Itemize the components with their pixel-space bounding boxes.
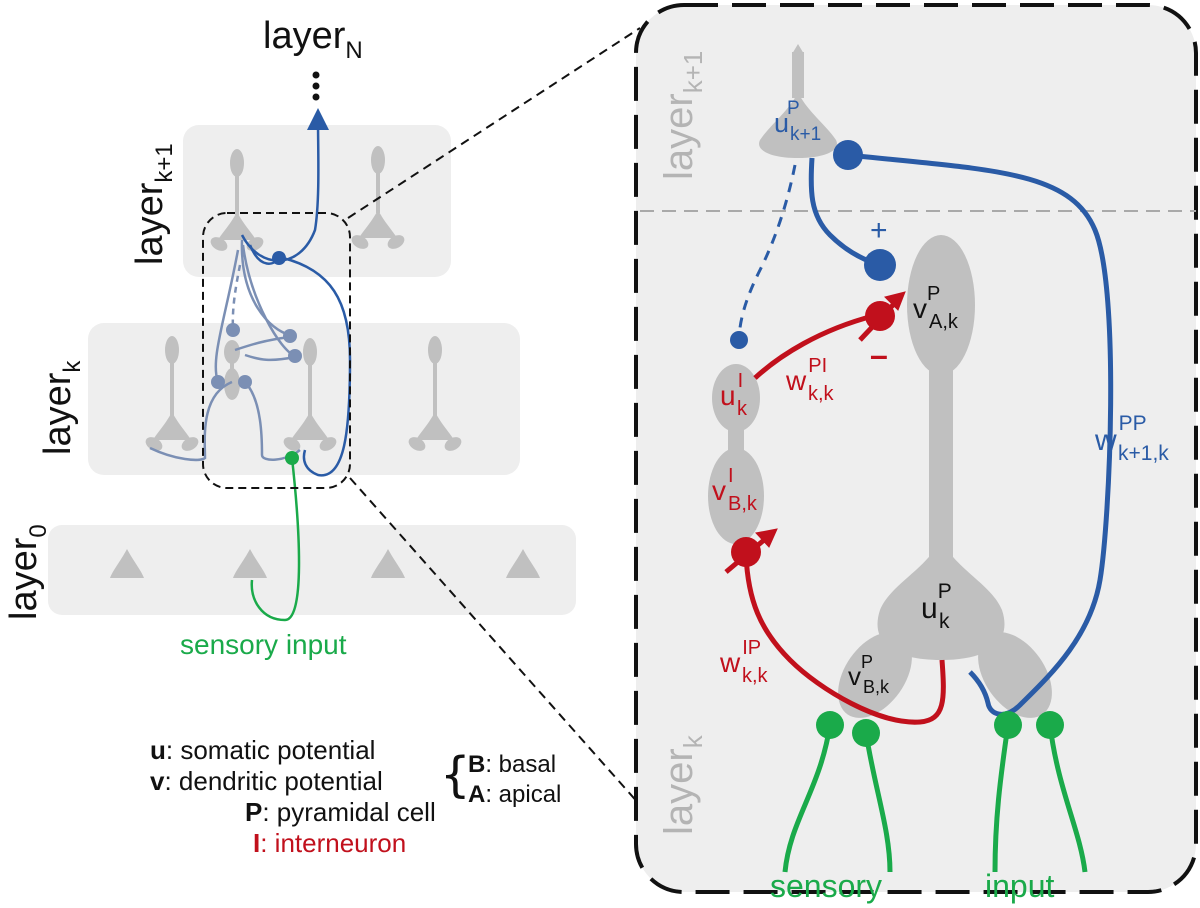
legend-I-key: I (253, 828, 261, 858)
legend-I-row: I: interneuron (253, 828, 406, 859)
legend-I-text: : interneuron (260, 828, 407, 858)
left-panel: layerN layerk+1 layerk layer0 (3, 15, 641, 806)
left-pyr-k-b (283, 338, 337, 451)
legend-A-row: A: apical (468, 779, 561, 810)
ip-path (743, 554, 946, 725)
layer-k-label: layerk (37, 360, 86, 455)
left-pyr-k1-b (351, 146, 405, 249)
legend-B-row: B: basal (468, 749, 556, 780)
synapse-interneuron-blue (730, 331, 748, 349)
sensory-input-label: sensory input (180, 629, 347, 660)
left-synapses (211, 251, 302, 465)
layer-k-box (88, 323, 520, 475)
legend-u-text: : somatic potential (165, 735, 376, 765)
left-pyr-k1-a (210, 149, 264, 251)
left-input-cells (110, 549, 540, 578)
layer-k-label-right: layerk (657, 734, 708, 835)
layer-N-label: layerN (263, 15, 363, 64)
legend-P-row: P: pyramidal cell (245, 797, 436, 828)
pyr-cell-k (838, 235, 1052, 718)
left-pyr-k-a (145, 336, 199, 451)
synapse-pp (833, 140, 863, 170)
layer-k1-label: layerk+1 (129, 143, 178, 265)
legend-A-text: : apical (485, 781, 562, 808)
pyr-cell-k1 (759, 44, 837, 158)
legend-P-text: : pyramidal cell (262, 797, 436, 827)
pp-feedforward-path (847, 152, 1114, 717)
layer-0-label: layer0 (3, 524, 52, 620)
layer-k1-label-right: layerk+1 (657, 51, 708, 180)
interneuron-cell (708, 364, 764, 544)
synapse-pi (865, 301, 895, 331)
plus-sign: + (870, 214, 888, 247)
continuation-dots (312, 71, 320, 101)
left-interneuron (224, 340, 240, 400)
pi-path (753, 313, 874, 380)
layer-0-box (48, 525, 576, 615)
input-label: input (985, 868, 1055, 904)
red-connections (743, 313, 946, 725)
legend-P-key: P (245, 797, 263, 827)
legend-A-key: A (468, 781, 486, 808)
legend-u-key: u (150, 735, 166, 765)
green-input-lines (782, 724, 1088, 873)
synapse-apical-plus (864, 249, 896, 281)
right-panel: layerk+1 layerk (634, 3, 1198, 904)
up-arrow-head (307, 108, 329, 130)
zoom-box (202, 212, 351, 489)
interneuron-feedback-path (737, 164, 797, 339)
synapses-right (730, 140, 1064, 747)
legend-v-row: v: dendritic potential (150, 766, 383, 797)
sensory-label: sensory (770, 868, 882, 904)
legend-v-key: v (150, 766, 165, 796)
synapse-ip (731, 537, 761, 567)
legend-B-key: B (468, 751, 486, 778)
legend-v-text: : dendritic potential (164, 766, 383, 796)
legend-u-row: u: somatic potential (150, 735, 375, 766)
zoom-connector-top (347, 27, 641, 219)
legend-B-text: : basal (485, 751, 557, 778)
left-pyr-k-c (408, 336, 462, 451)
zoom-connector-bottom (349, 477, 641, 806)
legend-brace: { (440, 747, 471, 803)
minus-sign: – (870, 337, 888, 373)
